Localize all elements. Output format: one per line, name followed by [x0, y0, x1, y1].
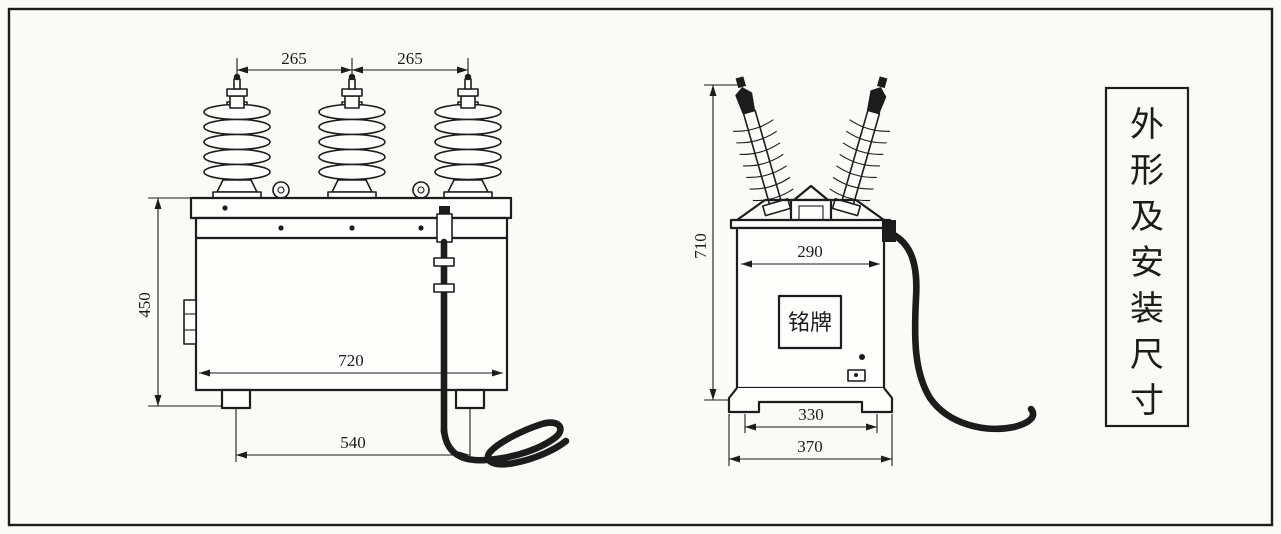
bushing-front-right [434, 73, 502, 201]
bushing-front-left [203, 73, 271, 201]
dimension-height-450: 450 [135, 197, 222, 407]
dim-label-foot-inner: 330 [798, 405, 824, 424]
lifting-lug-right [412, 181, 430, 199]
tank-body [183, 196, 513, 410]
dimension-foot-outer-370: 370 [728, 414, 893, 466]
dim-label-width: 720 [338, 351, 364, 370]
title-box [1104, 86, 1190, 428]
foot-left [220, 388, 252, 410]
title-char-6: 尺 [1130, 337, 1164, 374]
front-view: 265 265 [135, 49, 570, 468]
dim-label-depth: 290 [797, 242, 823, 261]
top-cover [729, 184, 892, 230]
lifting-lug-left [272, 181, 290, 199]
title-char-1: 外 [1130, 106, 1164, 144]
foot-right [454, 388, 486, 410]
dimension-height-710: 710 [691, 84, 742, 401]
cable-gland [436, 213, 453, 243]
nameplate: 铭牌 [777, 294, 843, 350]
base-skirt [727, 387, 894, 414]
bushing-side-right [824, 70, 905, 219]
title-char-2: 形 [1130, 153, 1164, 190]
dimension-width-720: 720 [199, 351, 503, 377]
dim-label-pitch-right: 265 [397, 49, 423, 68]
dim-label-height: 450 [135, 292, 154, 318]
power-cable-side [882, 220, 1037, 433]
dim-label-foot-outer: 370 [797, 437, 823, 456]
dimension-foot-inner-330: 330 [744, 405, 878, 433]
title-panel: 外 形 及 安 装 尺 寸 [1104, 86, 1190, 428]
dim-label-side-height: 710 [691, 233, 710, 259]
dimension-bushing-pitch: 265 265 [236, 49, 469, 88]
dimension-foot-span-540: 540 [235, 408, 471, 462]
title-char-5: 装 [1130, 290, 1164, 328]
dim-label-pitch-left: 265 [281, 49, 307, 68]
side-bracket [183, 299, 197, 345]
cable-gland-cap [439, 206, 450, 215]
bushing-side-left [718, 70, 799, 219]
nameplate-label: 铭牌 [788, 310, 832, 335]
cable-clamp-2 [433, 283, 455, 293]
dimension-depth-290: 290 [741, 242, 880, 268]
side-view: 铭牌 710 290 330 370 [691, 70, 1037, 466]
bushing-front-middle [318, 73, 386, 201]
title-char-4: 安 [1130, 244, 1164, 282]
sheet-border [7, 7, 1274, 527]
title-char-7: 寸 [1130, 382, 1164, 420]
cable-clamp-1 [433, 257, 455, 267]
title-char-3: 及 [1130, 199, 1164, 236]
power-cable-front [433, 206, 570, 468]
dim-label-foot-span: 540 [340, 433, 366, 452]
